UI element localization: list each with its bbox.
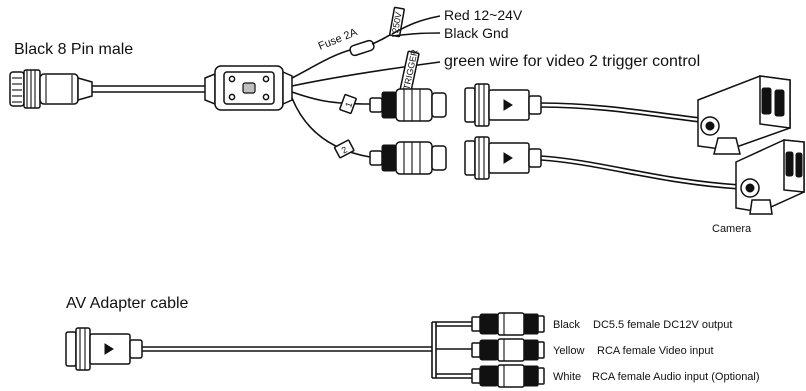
- camera-2: [735, 139, 805, 215]
- av-output-black-color: Black: [553, 319, 580, 331]
- fuse-tag: 250V: [389, 6, 405, 38]
- av-output-yellow-color: Yellow: [553, 345, 584, 357]
- black-wire: [391, 32, 441, 37]
- channel-2-cable: [291, 97, 371, 158]
- channel-2-tag-text: 2: [340, 144, 349, 155]
- trigger-tag: TRIGGER: [399, 48, 420, 94]
- fuse-tag-text: 250V: [390, 11, 404, 33]
- black-wire-label: Black Gnd: [444, 25, 509, 41]
- black-dc-jack: [471, 312, 545, 336]
- av-adapter-male-connector: [65, 327, 143, 371]
- channel-1-tag-text: 1: [343, 101, 354, 109]
- camera-1: [697, 75, 791, 155]
- channel-1-tag: 1: [339, 93, 357, 115]
- av-output-black-desc: DC5.5 female DC12V output: [593, 319, 732, 331]
- red-wire-label: Red 12~24V: [444, 7, 523, 23]
- white-rca-jack: [471, 364, 545, 388]
- camera-2-cable: [540, 155, 741, 186]
- av-output-white-desc: RCA female Audio input (Optional): [592, 371, 760, 383]
- camera-label: Camera: [712, 223, 752, 235]
- red-wire: [391, 15, 441, 35]
- junction-box: [204, 65, 293, 111]
- aviation-male-connector-1: [464, 83, 542, 127]
- green-trigger-wire: [291, 61, 441, 87]
- green-wire-label: green wire for video 2 trigger control: [444, 53, 700, 70]
- aviation-female-connector-2: [369, 141, 447, 175]
- channel-1-cable: [291, 91, 371, 105]
- aviation-female-connector-1: [369, 88, 447, 122]
- av-output-yellow-desc: RCA female Video input: [597, 345, 714, 357]
- camera-1-cable: [540, 102, 701, 119]
- fuse-wire: [291, 49, 351, 79]
- channel-2-tag: 2: [333, 139, 355, 159]
- av-output-white-color: White: [553, 371, 581, 383]
- aviation-male-connector-2: [464, 136, 542, 180]
- connector-8pin-label: Black 8 Pin male: [14, 41, 133, 58]
- fuse-holder: [349, 39, 375, 57]
- av-adapter-label: AV Adapter cable: [66, 295, 189, 312]
- 8-pin-male-connector: [9, 69, 93, 109]
- yellow-rca-jack: [471, 338, 545, 362]
